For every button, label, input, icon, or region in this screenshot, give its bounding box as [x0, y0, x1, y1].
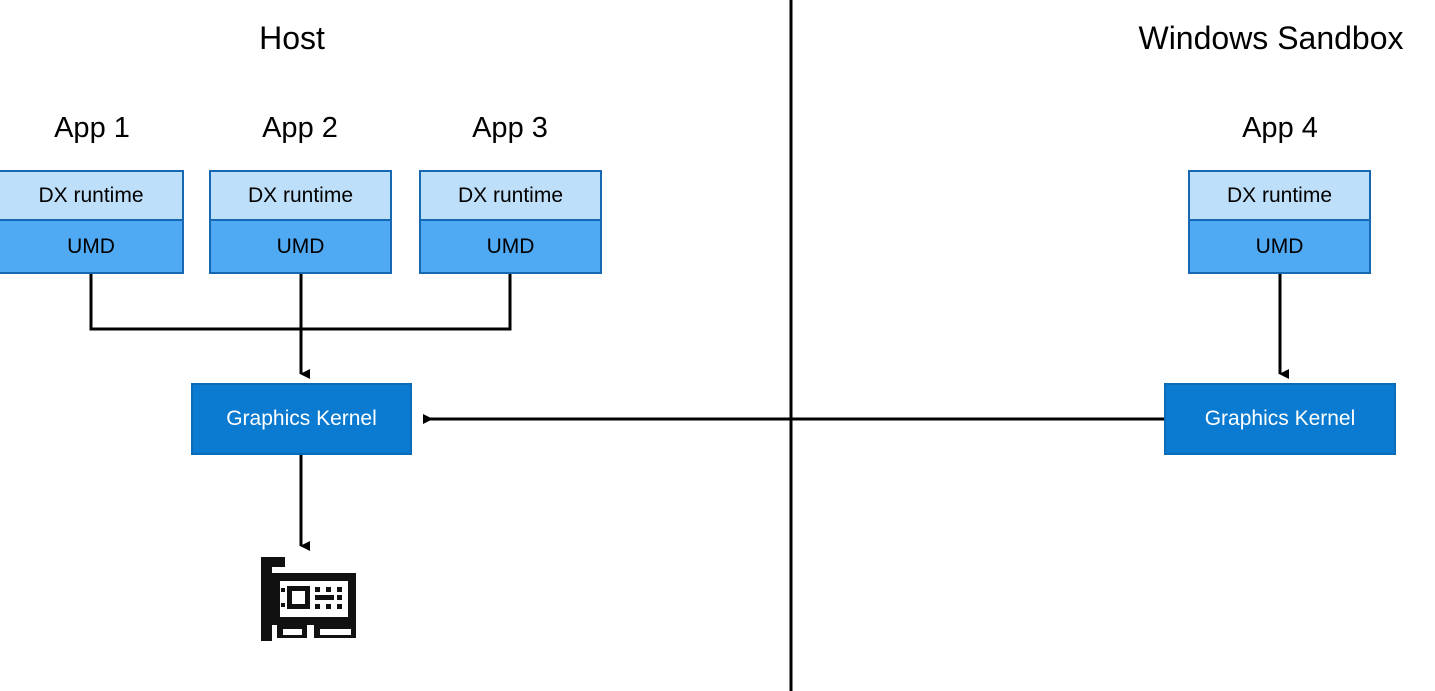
- app2-dx-runtime-layer: DX runtime: [211, 172, 390, 221]
- app-box-app1[interactable]: DX runtime UMD: [0, 170, 184, 274]
- app2-umd-layer: UMD: [211, 221, 390, 272]
- gpu-card-icon: [261, 557, 356, 641]
- app-label-app4: App 4: [1242, 112, 1318, 144]
- host-graphics-kernel-box[interactable]: Graphics Kernel: [191, 383, 412, 455]
- app-label-app3: App 3: [472, 112, 548, 144]
- app-box-app3[interactable]: DX runtime UMD: [419, 170, 602, 274]
- app4-umd-layer: UMD: [1190, 221, 1369, 272]
- app4-dx-runtime-layer: DX runtime: [1190, 172, 1369, 221]
- app3-dx-runtime-layer: DX runtime: [421, 172, 600, 221]
- app-box-app4[interactable]: DX runtime UMD: [1188, 170, 1371, 274]
- app-box-app2[interactable]: DX runtime UMD: [209, 170, 392, 274]
- app1-umd-layer: UMD: [0, 221, 182, 272]
- zone-title-windows-sandbox: Windows Sandbox: [1138, 20, 1404, 56]
- app3-umd-layer: UMD: [421, 221, 600, 272]
- connector-app3-to-bus: [301, 274, 512, 331]
- app-label-app1: App 1: [54, 112, 130, 144]
- app-label-app2: App 2: [262, 112, 338, 144]
- app1-dx-runtime-layer: DX runtime: [0, 172, 182, 221]
- connector-app1-to-bus: [89, 274, 301, 331]
- sandbox-graphics-kernel-box[interactable]: Graphics Kernel: [1164, 383, 1396, 455]
- zone-title-host: Host: [259, 20, 325, 56]
